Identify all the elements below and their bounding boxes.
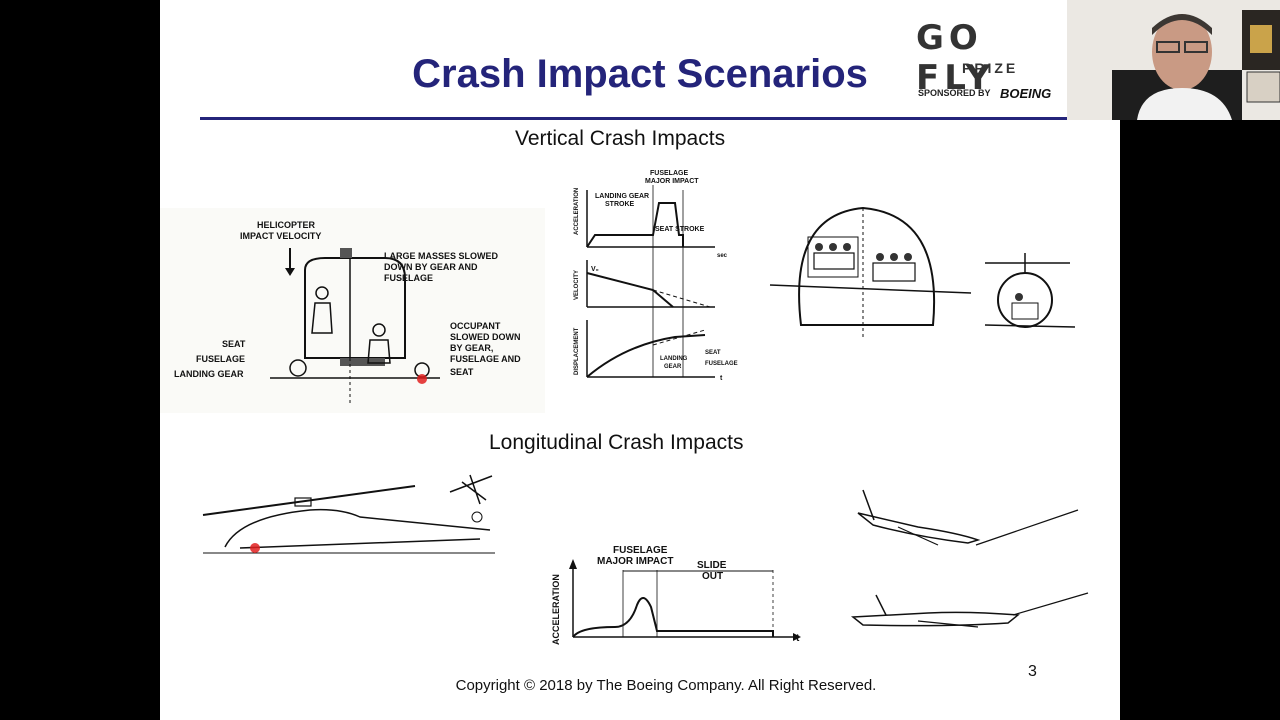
helicopter-side-view bbox=[202, 474, 495, 554]
graph-label: DISPLACEMENT bbox=[574, 327, 580, 375]
graph-label: FUSELAGE bbox=[705, 361, 738, 367]
graph-label: sec bbox=[717, 253, 728, 259]
seat-label: SEAT bbox=[222, 339, 246, 349]
graph-label: ACCELERATION bbox=[574, 188, 580, 235]
vertical-impact-graphs: FUSELAGE MAJOR IMPACT LANDING GEAR STROK… bbox=[574, 170, 738, 382]
fuselage-label: FUSELAGE bbox=[196, 354, 245, 364]
title-underline bbox=[200, 117, 1080, 120]
occupant-label: OCCUPANT bbox=[450, 321, 501, 331]
small-helicopter-front-view bbox=[984, 253, 1076, 328]
graph-label: MAJOR IMPACT bbox=[597, 556, 673, 567]
graph-label: ACCELERATION bbox=[551, 574, 561, 645]
slide-title: Crash Impact Scenarios bbox=[412, 52, 868, 96]
impact-velocity-label: HELICOPTER bbox=[257, 220, 316, 230]
logo-brand: GO FLY bbox=[916, 18, 996, 98]
presenter-webcam bbox=[1067, 0, 1280, 120]
section-heading-vertical: Vertical Crash Impacts bbox=[515, 127, 726, 150]
graph-label: FUSELAGE bbox=[613, 545, 668, 556]
graph-label: t bbox=[720, 375, 723, 382]
logo-prize: PRIZE bbox=[962, 60, 1019, 76]
helicopter-impact-diagram: HELICOPTER IMPACT VELOCITY LARGE MASSES … bbox=[160, 208, 545, 413]
longitudinal-impact-graph: FUSELAGE MAJOR IMPACT SLIDE OUT ACCELERA… bbox=[551, 545, 801, 645]
graph-label: LANDING bbox=[660, 356, 688, 362]
presentation-slide: Crash Impact Scenarios Vertical Crash Im… bbox=[160, 0, 1120, 720]
graph-label: OUT bbox=[702, 571, 723, 582]
landing-gear-label: LANDING GEAR bbox=[174, 369, 244, 379]
occupant-label: SLOWED DOWN bbox=[450, 332, 521, 342]
graph-label: V₀ bbox=[591, 266, 599, 273]
graph-label: SEAT STROKE bbox=[655, 226, 705, 233]
masses-label: LARGE MASSES SLOWED bbox=[384, 251, 499, 261]
graph-label: STROKE bbox=[605, 201, 635, 208]
fuselage-cross-section bbox=[769, 206, 972, 340]
masses-label: DOWN BY GEAR AND bbox=[384, 262, 478, 272]
graph-label: LANDING GEAR bbox=[595, 193, 649, 200]
graph-label: SLIDE bbox=[697, 560, 727, 571]
presenter-video-frame bbox=[1067, 0, 1280, 120]
graph-label: GEAR bbox=[664, 364, 682, 370]
graph-label: t bbox=[796, 633, 800, 644]
graph-label: VELOCITY bbox=[574, 270, 580, 300]
go-fly-prize-logo: GO FLY PRIZE SPONSORED BY BOEING bbox=[912, 18, 1067, 108]
occupant-label: FUSELAGE AND bbox=[450, 354, 521, 364]
occupant-label: BY GEAR, bbox=[450, 343, 493, 353]
graph-label: SEAT bbox=[705, 350, 721, 356]
masses-label: FUSELAGE bbox=[384, 273, 433, 283]
boeing-logo: BOEING bbox=[1000, 86, 1052, 101]
graph-label: FUSELAGE bbox=[650, 170, 688, 177]
logo-sponsored-by: SPONSORED BY bbox=[918, 88, 991, 98]
graph-label: MAJOR IMPACT bbox=[645, 178, 699, 185]
page-number: 3 bbox=[1028, 663, 1037, 680]
impact-velocity-label: IMPACT VELOCITY bbox=[240, 231, 321, 241]
airplane-crash-sketches bbox=[850, 489, 1089, 628]
section-heading-longitudinal: Longitudinal Crash Impacts bbox=[489, 431, 744, 454]
copyright-notice: Copyright © 2018 by The Boeing Company. … bbox=[455, 677, 877, 694]
occupant-label: SEAT bbox=[450, 367, 474, 377]
